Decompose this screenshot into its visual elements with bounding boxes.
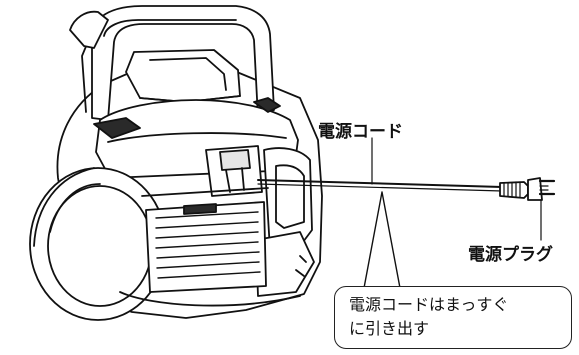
power-plug-label: 電源プラグ	[468, 245, 553, 265]
callout-text-line-1: 電源コードはまっすぐ	[349, 295, 509, 314]
left-tab	[93, 117, 141, 139]
carry-handle	[91, 5, 275, 121]
callout-text-line-2: に引き出す	[349, 319, 430, 338]
power-cord	[257, 179, 503, 188]
right-tab	[253, 97, 281, 113]
top-hood	[125, 49, 241, 103]
instruction-callout: 電源コードはまっすぐ に引き出す	[334, 286, 572, 349]
power-cord-label: 電源コード	[318, 122, 403, 142]
filter-grille	[145, 201, 267, 293]
callout-pointer	[363, 191, 401, 289]
